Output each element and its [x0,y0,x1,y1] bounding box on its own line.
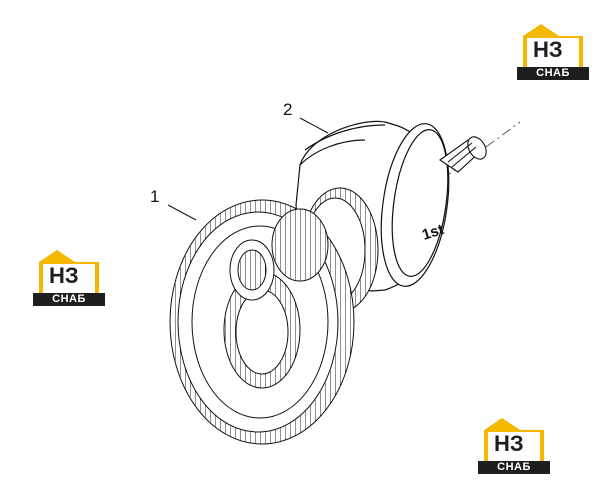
watermark-letters: НЗ [533,37,563,62]
watermark-caption: СНАБ [33,293,105,306]
hub-spline-sleeve [229,208,329,301]
watermark-logo-icon: НЗ СНАБ [33,248,105,306]
leader-line-1 [167,204,197,221]
leader-line-2 [299,117,329,134]
gear-marking-text: 1st [420,221,446,244]
watermark-logo-icon: НЗ СНАБ [517,22,589,80]
callout-1: 1 [150,187,160,206]
output-shaft [439,136,487,173]
watermark-letters: НЗ [494,431,524,456]
watermark-letters: НЗ [49,263,79,288]
watermark-logo-icon: НЗ СНАБ [478,416,550,474]
callout-2: 2 [283,100,293,119]
watermark-caption: СНАБ [478,461,550,474]
watermark-caption: СНАБ [517,67,589,80]
